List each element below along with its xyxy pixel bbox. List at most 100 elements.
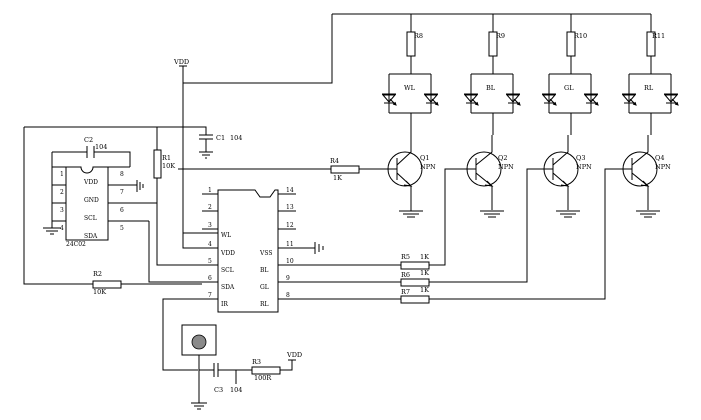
r9-ref: R9 <box>496 32 505 40</box>
r4-value: 1K <box>333 174 342 182</box>
mcu-pin: 14 <box>286 187 294 194</box>
r5-value: 1K <box>420 253 429 261</box>
mcu-pin-name: VDD <box>220 250 235 257</box>
mcu-chip: 1 2 3 4 5 6 7 14 13 12 11 10 9 8 WL VDD … <box>182 187 324 313</box>
c3-value: 104 <box>230 386 242 394</box>
transistor-q4: Q4 NPN <box>622 135 671 218</box>
eeprom-24c02: 1 2 3 4 8 7 6 5 VDD GND SCL SDA 24C02 <box>43 152 157 248</box>
mcu-pin: 11 <box>286 241 294 248</box>
mcu-pin: 2 <box>208 204 212 211</box>
eeprom-pin: 5 <box>120 225 124 232</box>
led-supply-rail <box>183 13 652 84</box>
r3-value: 100R <box>254 374 272 382</box>
eeprom-pin: 8 <box>120 171 124 178</box>
q2-type: NPN <box>498 163 514 171</box>
eeprom-pin: 6 <box>120 207 124 214</box>
resistor-r9: R9 <box>488 31 505 57</box>
r4-ref: R4 <box>330 157 339 165</box>
eeprom-pin-name: GND <box>84 197 99 204</box>
r1-value: 10K <box>162 162 175 170</box>
transistor-q1: Q1 NPN <box>387 135 436 218</box>
q3-ref: Q3 <box>576 154 585 162</box>
mcu-pin: 10 <box>286 258 294 265</box>
vdd-top-label: VDD <box>173 58 189 66</box>
eeprom-name: 24C02 <box>66 241 86 248</box>
q1-ref: Q1 <box>420 154 429 162</box>
led-group-rl: RL <box>621 73 679 135</box>
c1-ref: C1 <box>216 134 225 142</box>
ir-receiver <box>162 298 217 410</box>
r3-ref: R3 <box>252 358 261 366</box>
led-group-wl: WL <box>381 73 439 135</box>
resistor-r10: R10 <box>566 31 587 57</box>
r11-ref: R11 <box>652 32 665 40</box>
eeprom-pin: 7 <box>120 189 124 196</box>
resistor-r11: R11 <box>646 31 665 57</box>
capacitor-c3: C3 104 <box>206 363 252 394</box>
eeprom-pin: 3 <box>60 207 64 214</box>
resistor-r7: R7 1K <box>278 168 624 304</box>
resistor-r1: R1 10K <box>153 127 202 266</box>
eeprom-pin-name: SCL <box>84 215 97 222</box>
r6-value: 1K <box>420 269 429 277</box>
mcu-pin-name: IR <box>221 301 228 308</box>
q4-ref: Q4 <box>655 154 664 162</box>
r2-ref: R2 <box>93 270 102 278</box>
led-group-gl: GL <box>541 73 599 135</box>
transistor-q3: Q3 NPN <box>543 135 592 218</box>
r10-ref: R10 <box>574 32 587 40</box>
capacitor-c1: C1 104 <box>199 134 242 159</box>
mcu-pin-name: VSS <box>259 250 272 257</box>
led-group-label: WL <box>404 84 416 92</box>
r2-value: 10K <box>93 288 106 296</box>
mcu-pin: 6 <box>208 275 212 282</box>
eeprom-pin-name: SDA <box>84 233 98 240</box>
led-group-bl: BL <box>463 73 521 135</box>
mcu-pin-name: GL <box>260 284 269 291</box>
mcu-pin-name: SCL <box>221 267 234 274</box>
q3-type: NPN <box>576 163 592 171</box>
eeprom-pin-name: VDD <box>83 179 98 186</box>
mcu-pin: 1 <box>208 187 212 194</box>
r8-ref: R8 <box>414 32 423 40</box>
c1-value: 104 <box>230 134 242 142</box>
eeprom-pin: 4 <box>60 225 64 232</box>
eeprom-pin: 1 <box>60 171 64 178</box>
r7-value: 1K <box>420 286 429 294</box>
mcu-pin: 5 <box>208 258 212 265</box>
capacitor-c2: C2 104 <box>52 136 131 167</box>
transistor-q2: Q2 NPN <box>466 135 514 218</box>
mcu-pin: 7 <box>208 292 212 299</box>
c2-ref: C2 <box>84 136 93 144</box>
eeprom-pin: 2 <box>60 189 64 196</box>
mcu-pin: 12 <box>286 222 294 229</box>
vdd-symbol-bottom: VDD <box>286 351 302 359</box>
mcu-pin-name: WL <box>221 232 231 239</box>
resistor-r5: R5 1K <box>278 168 466 270</box>
c3-ref: C3 <box>214 386 223 394</box>
mcu-pin: 9 <box>286 275 290 282</box>
q1-type: NPN <box>420 163 436 171</box>
led-group-label: RL <box>644 84 654 92</box>
r1-ref: R1 <box>162 154 171 162</box>
mcu-pin-name: SDA <box>221 284 235 291</box>
mcu-pin: 4 <box>208 241 212 248</box>
r5-ref: R5 <box>401 253 410 261</box>
vdd-symbol-top: VDD <box>173 58 202 249</box>
led-group-label: GL <box>564 84 574 92</box>
resistor-r4: R4 1K <box>178 157 388 182</box>
resistor-r8: R8 <box>406 31 423 57</box>
resistor-r3: R3 100R <box>235 358 296 384</box>
mcu-pin: 13 <box>286 204 294 211</box>
mcu-pin-name: RL <box>260 301 269 308</box>
resistor-r2: R2 10K <box>92 270 202 296</box>
r7-ref: R7 <box>401 288 410 296</box>
mcu-pin: 8 <box>286 292 290 299</box>
q2-ref: Q2 <box>498 154 507 162</box>
resistor-r6: R6 1K <box>278 168 545 287</box>
led-group-label: BL <box>486 84 496 92</box>
vdd-bottom-label: VDD <box>286 351 302 359</box>
mcu-pin: 3 <box>208 222 212 229</box>
r6-ref: R6 <box>401 271 410 279</box>
